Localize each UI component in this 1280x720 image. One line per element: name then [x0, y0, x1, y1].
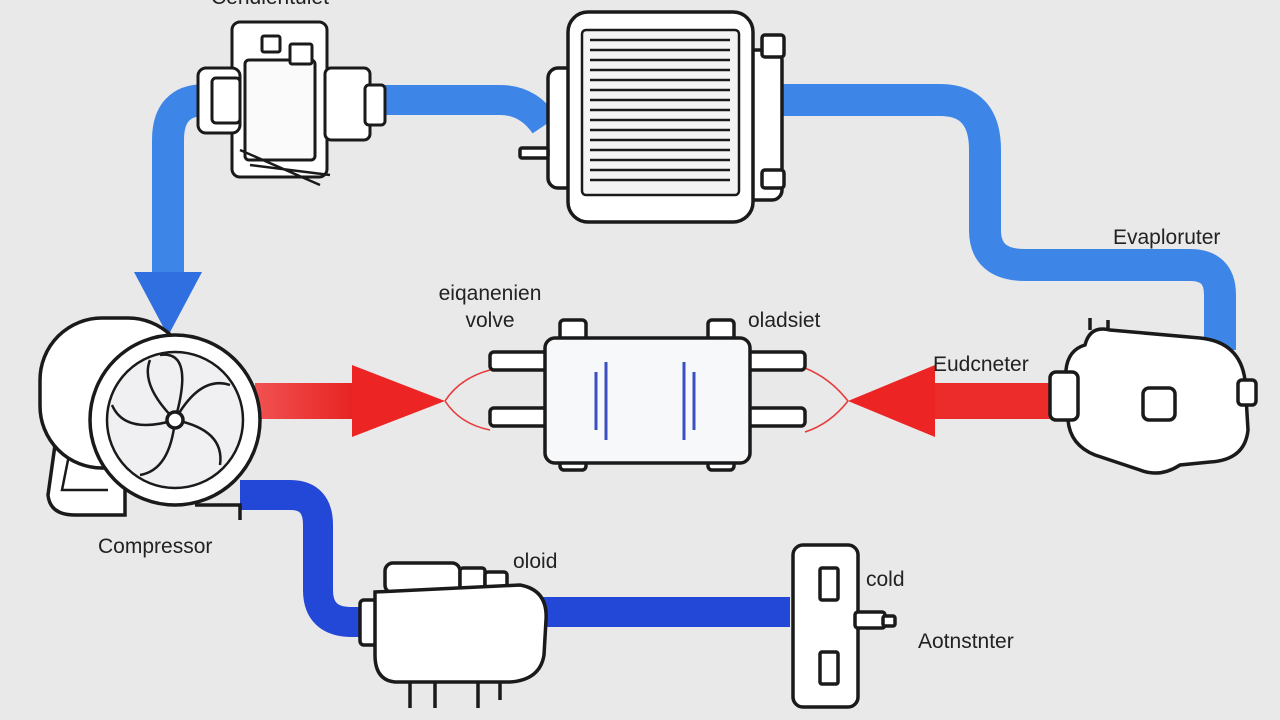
compressor-label: Compressor	[98, 535, 213, 558]
accumulator-label: Aotnstnter	[918, 630, 1014, 653]
eudcneter-label: Eudcneter	[933, 353, 1029, 376]
receiver-dryer-unit	[358, 561, 548, 708]
evaporator-unit	[1048, 318, 1258, 475]
cold-label: cold	[866, 568, 905, 591]
expansion-valve-label-line1: eiqanenien	[438, 282, 542, 305]
expansion-valve-unit	[488, 318, 807, 472]
accumulator-unit	[791, 543, 897, 709]
red-flow-arrow-right	[804, 365, 1050, 437]
condenser-label: Cendientulet	[211, 0, 329, 10]
flow-arrow-down	[134, 272, 202, 336]
clock-label: oladsiet	[748, 309, 821, 332]
compressor-unit	[38, 316, 262, 520]
evaporator-label: Evaploruter	[1113, 226, 1221, 249]
red-flow-arrow-left	[255, 365, 491, 437]
pipe-condenser-to-radiator	[385, 85, 558, 134]
diode-label: oloid	[513, 550, 558, 573]
pipe-radiator-to-evaporator	[770, 84, 1236, 350]
radiator-unit	[518, 10, 786, 224]
expansion-valve-label-line2: volve	[465, 309, 515, 332]
condenser-unit	[196, 20, 387, 187]
pipe-compressor-to-dryer	[240, 480, 372, 637]
